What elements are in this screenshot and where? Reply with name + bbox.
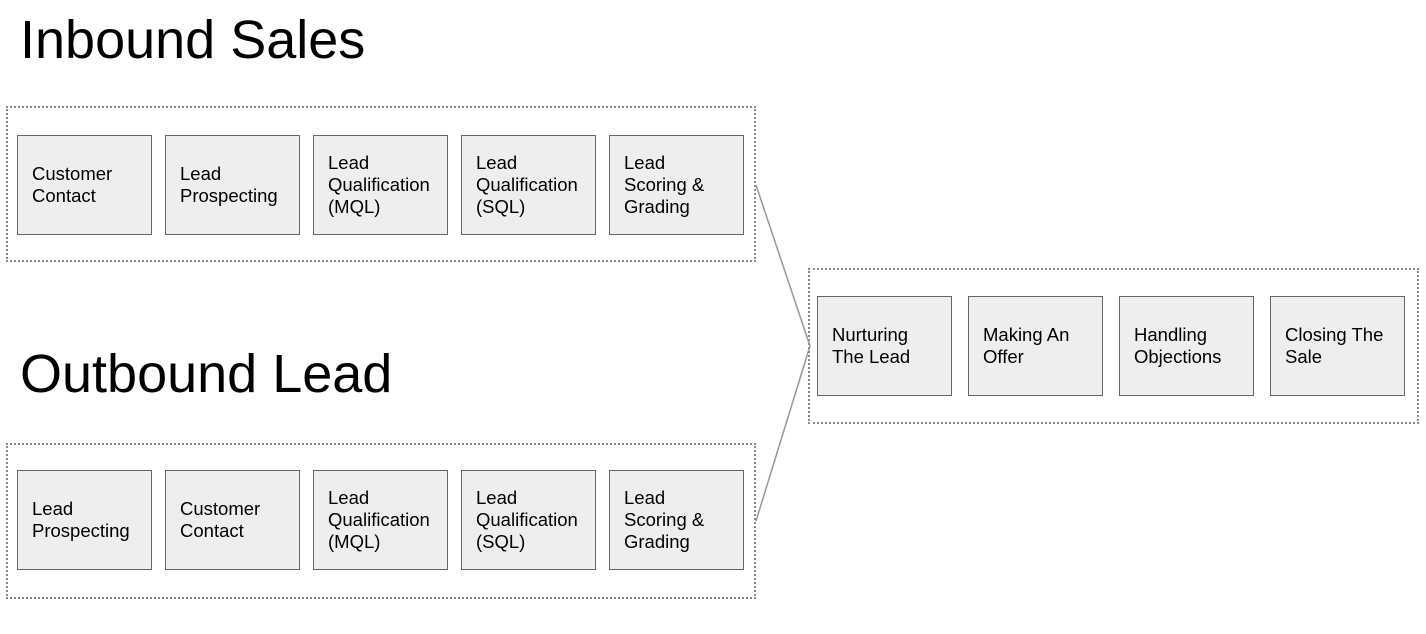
outbound-step-lead-qualification-mql: Lead Qualification (MQL)	[313, 470, 448, 570]
outbound-step-lead-scoring-grading: Lead Scoring & Grading	[609, 470, 744, 570]
inbound-step-customer-contact: Customer Contact	[17, 135, 152, 235]
inbound-sales-heading: Inbound Sales	[20, 10, 366, 70]
closing-step-nurturing-the-lead: Nurturing The Lead	[817, 296, 952, 396]
inbound-step-lead-prospecting: Lead Prospecting	[165, 135, 300, 235]
outbound-step-lead-qualification-sql: Lead Qualification (SQL)	[461, 470, 596, 570]
outbound-step-customer-contact: Customer Contact	[165, 470, 300, 570]
outbound-steps-group: Lead Prospecting Customer Contact Lead Q…	[6, 443, 756, 599]
inbound-connector	[755, 184, 811, 347]
closing-steps-group: Nurturing The Lead Making An Offer Handl…	[808, 268, 1419, 424]
inbound-step-lead-qualification-sql: Lead Qualification (SQL)	[461, 135, 596, 235]
outbound-lead-heading: Outbound Lead	[20, 344, 393, 404]
inbound-step-lead-qualification-mql: Lead Qualification (MQL)	[313, 135, 448, 235]
inbound-step-lead-scoring-grading: Lead Scoring & Grading	[609, 135, 744, 235]
closing-step-handling-objections: Handling Objections	[1119, 296, 1254, 396]
outbound-step-lead-prospecting: Lead Prospecting	[17, 470, 152, 570]
closing-step-making-an-offer: Making An Offer	[968, 296, 1103, 396]
outbound-connector	[755, 345, 811, 522]
inbound-steps-group: Customer Contact Lead Prospecting Lead Q…	[6, 106, 756, 262]
closing-step-closing-the-sale: Closing The Sale	[1270, 296, 1405, 396]
